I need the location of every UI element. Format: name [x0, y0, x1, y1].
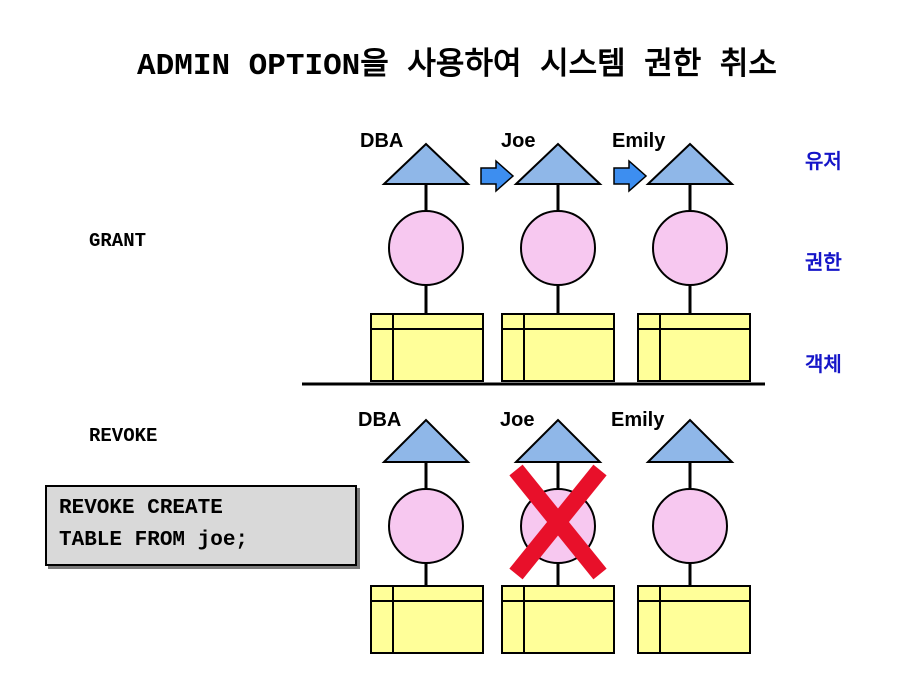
- object-table-icon: [501, 585, 615, 654]
- object-table-icon: [637, 585, 751, 654]
- user-triangle-icon: [645, 418, 735, 463]
- privilege-circle-icon: [652, 488, 728, 564]
- legend-object: 객체: [805, 352, 842, 376]
- page-title: ADMIN OPTION을 사용하여 시스템 권한 취소: [137, 49, 777, 84]
- revoke-dba-group: DBA: [358, 409, 484, 654]
- privilege-circle-icon: [652, 210, 728, 286]
- revoke-statement-box: REVOKE CREATE TABLE FROM joe;: [45, 485, 357, 566]
- user-triangle-icon: [381, 418, 471, 463]
- revoke-user-label-joe: Joe: [500, 409, 534, 431]
- grant-user-label-emily: Emily: [612, 130, 666, 152]
- object-table-icon: [370, 313, 484, 382]
- object-table-icon: [370, 585, 484, 654]
- grant-user-label-dba: DBA: [360, 130, 403, 152]
- user-triangle-icon: [513, 418, 603, 463]
- privilege-circle-icon: [388, 210, 464, 286]
- revoked-cross-icon: [509, 464, 607, 580]
- revoke-statement-line-2: TABLE FROM joe;: [59, 529, 249, 552]
- user-triangle-icon: [381, 142, 471, 185]
- privilege-circle-icon: [520, 210, 596, 286]
- legend-user: 유저: [805, 149, 842, 173]
- revoke-label: REVOKE: [89, 425, 158, 447]
- grant-arrow-icon: [613, 159, 648, 193]
- revoke-joe-group: Joe: [500, 409, 615, 654]
- grant-label: GRANT: [89, 230, 147, 252]
- grant-arrow-icon: [480, 159, 515, 193]
- revoke-user-label-dba: DBA: [358, 409, 401, 431]
- legend-privilege: 권한: [805, 250, 842, 274]
- object-table-icon: [501, 313, 615, 382]
- revoke-user-label-emily: Emily: [611, 409, 665, 431]
- privilege-circle-icon: [388, 488, 464, 564]
- grant-joe-group: Joe: [501, 130, 615, 382]
- user-triangle-icon: [645, 142, 735, 185]
- revoke-row: DBA Joe: [358, 409, 751, 654]
- revoke-emily-group: Emily: [611, 409, 751, 654]
- grant-dba-group: DBA: [360, 130, 484, 382]
- user-triangle-icon: [513, 142, 603, 185]
- grant-emily-group: Emily: [612, 130, 751, 382]
- revoke-statement-line-1: REVOKE CREATE: [59, 497, 223, 520]
- grant-row: DBA Joe Emily: [360, 130, 751, 382]
- grant-user-label-joe: Joe: [501, 130, 535, 152]
- object-table-icon: [637, 313, 751, 382]
